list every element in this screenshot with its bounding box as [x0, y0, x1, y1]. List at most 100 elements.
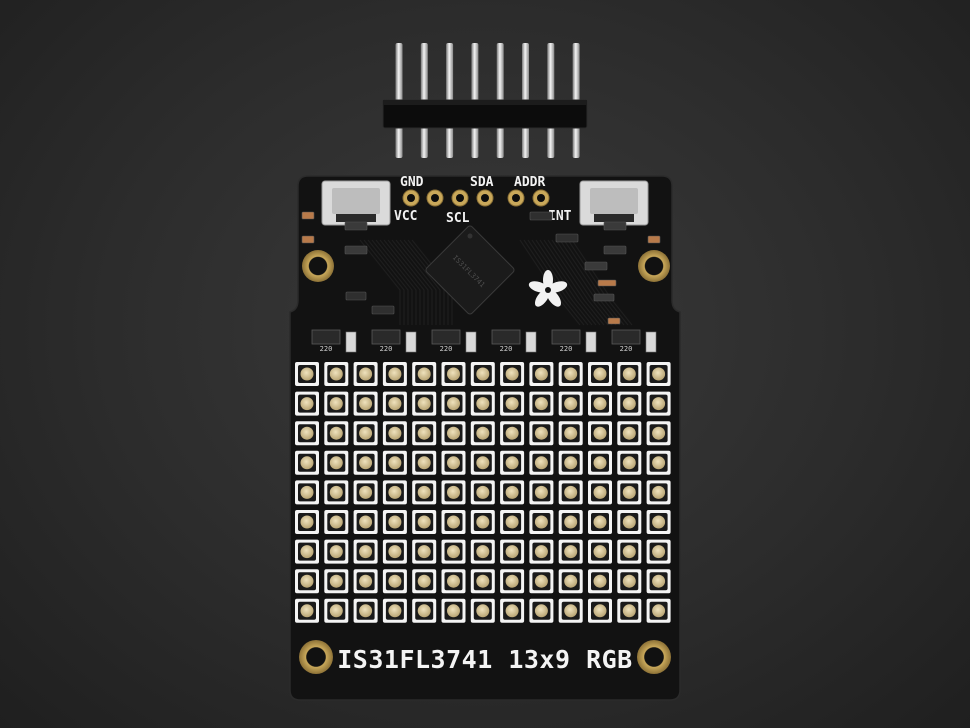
rgb-led-die: [593, 604, 607, 618]
rgb-led-die: [300, 426, 314, 440]
smd-component: [603, 245, 627, 255]
rgb-led-die: [622, 367, 636, 381]
rgb-led-die: [388, 545, 402, 559]
rgb-led-die: [564, 397, 578, 411]
rgb-led-die: [652, 485, 666, 499]
rgb-led-die: [593, 515, 607, 529]
capacitor: [525, 331, 537, 353]
rgb-led-die: [593, 456, 607, 470]
rgb-led-die: [359, 604, 373, 618]
rgb-led-die: [388, 456, 402, 470]
rgb-led-die: [359, 397, 373, 411]
driver-chip: IS31FL3741: [425, 225, 515, 315]
resistor-label: 220: [560, 345, 573, 353]
rgb-led-die: [622, 545, 636, 559]
rgb-led-die: [622, 515, 636, 529]
smd-component: [345, 291, 367, 301]
resistor-array: [371, 329, 401, 345]
pin-label-gnd: GND: [400, 175, 424, 190]
rgb-led-die: [447, 367, 460, 381]
rgb-led-die: [447, 545, 460, 559]
breakout-pads: [402, 189, 550, 207]
rgb-led-die: [476, 604, 490, 618]
rgb-led-die: [329, 485, 343, 499]
rgb-led-die: [593, 426, 607, 440]
rgb-led-die: [300, 367, 314, 381]
rgb-led-die: [300, 515, 314, 529]
smd-component: [371, 305, 395, 315]
smd-component: [344, 221, 368, 231]
rgb-led-die: [329, 397, 343, 411]
rgb-led-die: [417, 604, 431, 618]
rgb-led-die: [564, 515, 578, 529]
rgb-led-die: [476, 515, 490, 529]
rgb-led-die: [447, 456, 460, 470]
resistor-label: 220: [620, 345, 633, 353]
rgb-led-die: [652, 456, 666, 470]
led-matrix: [295, 362, 671, 623]
rgb-led-die: [359, 574, 373, 588]
rgb-led-die: [388, 426, 402, 440]
passive-components: [301, 211, 661, 325]
rgb-led-die: [534, 604, 548, 618]
rgb-led-die: [417, 485, 431, 499]
rgb-led-die: [300, 397, 314, 411]
rgb-led-die: [447, 426, 460, 440]
rgb-led-die: [534, 367, 548, 381]
rgb-led-die: [476, 426, 490, 440]
resistor-array: [611, 329, 641, 345]
breakout-pad-hole: [537, 194, 545, 202]
rgb-led-die: [447, 515, 460, 529]
rgb-led-die: [476, 574, 490, 588]
rgb-led-die: [622, 485, 636, 499]
capacitor: [465, 331, 477, 353]
rgb-led-die: [622, 456, 636, 470]
smd-component: [301, 235, 315, 244]
rgb-led-die: [505, 604, 519, 618]
resistor-label: 220: [500, 345, 513, 353]
capacitor: [345, 331, 357, 353]
capacitor: [405, 331, 417, 353]
mounting-hole-top-left: [302, 250, 334, 282]
rgb-led-die: [593, 397, 607, 411]
rgb-led-die: [388, 397, 402, 411]
rgb-led-die: [359, 485, 373, 499]
board-title: IS31FL3741 13x9 RGB: [337, 645, 632, 674]
pin-label-sda: SDA: [470, 175, 494, 190]
rgb-led-die: [505, 545, 519, 559]
rgb-led-die: [505, 367, 519, 381]
rgb-led-die: [505, 574, 519, 588]
smd-component: [603, 221, 627, 231]
rgb-led-die: [564, 574, 578, 588]
resistor-label: 220: [440, 345, 453, 353]
rgb-led-die: [622, 574, 636, 588]
rgb-led-die: [593, 367, 607, 381]
rgb-led-die: [593, 574, 607, 588]
rgb-led-die: [388, 515, 402, 529]
adafruit-flower-logo: [528, 270, 568, 307]
rgb-led-die: [564, 456, 578, 470]
mounting-hole-top-right: [638, 250, 670, 282]
rgb-led-die: [505, 397, 519, 411]
smd-component: [593, 293, 615, 302]
rgb-led-die: [359, 456, 373, 470]
rgb-led-die: [447, 397, 460, 411]
rgb-led-die: [417, 515, 431, 529]
rgb-led-die: [476, 456, 490, 470]
rgb-led-die: [359, 426, 373, 440]
rgb-led-die: [329, 515, 343, 529]
rgb-led-die: [534, 574, 548, 588]
resistor-array: [491, 329, 521, 345]
rgb-led-die: [447, 485, 460, 499]
rgb-led-die: [622, 397, 636, 411]
rgb-led-die: [622, 426, 636, 440]
stemma-connector-left: [321, 180, 391, 226]
rgb-led-die: [447, 604, 460, 618]
rgb-led-die: [534, 397, 548, 411]
resistor-label: 220: [380, 345, 393, 353]
rgb-led-die: [564, 604, 578, 618]
rgb-led-die: [564, 367, 578, 381]
rgb-led-die: [300, 456, 314, 470]
breakout-pad-hole: [431, 194, 439, 202]
